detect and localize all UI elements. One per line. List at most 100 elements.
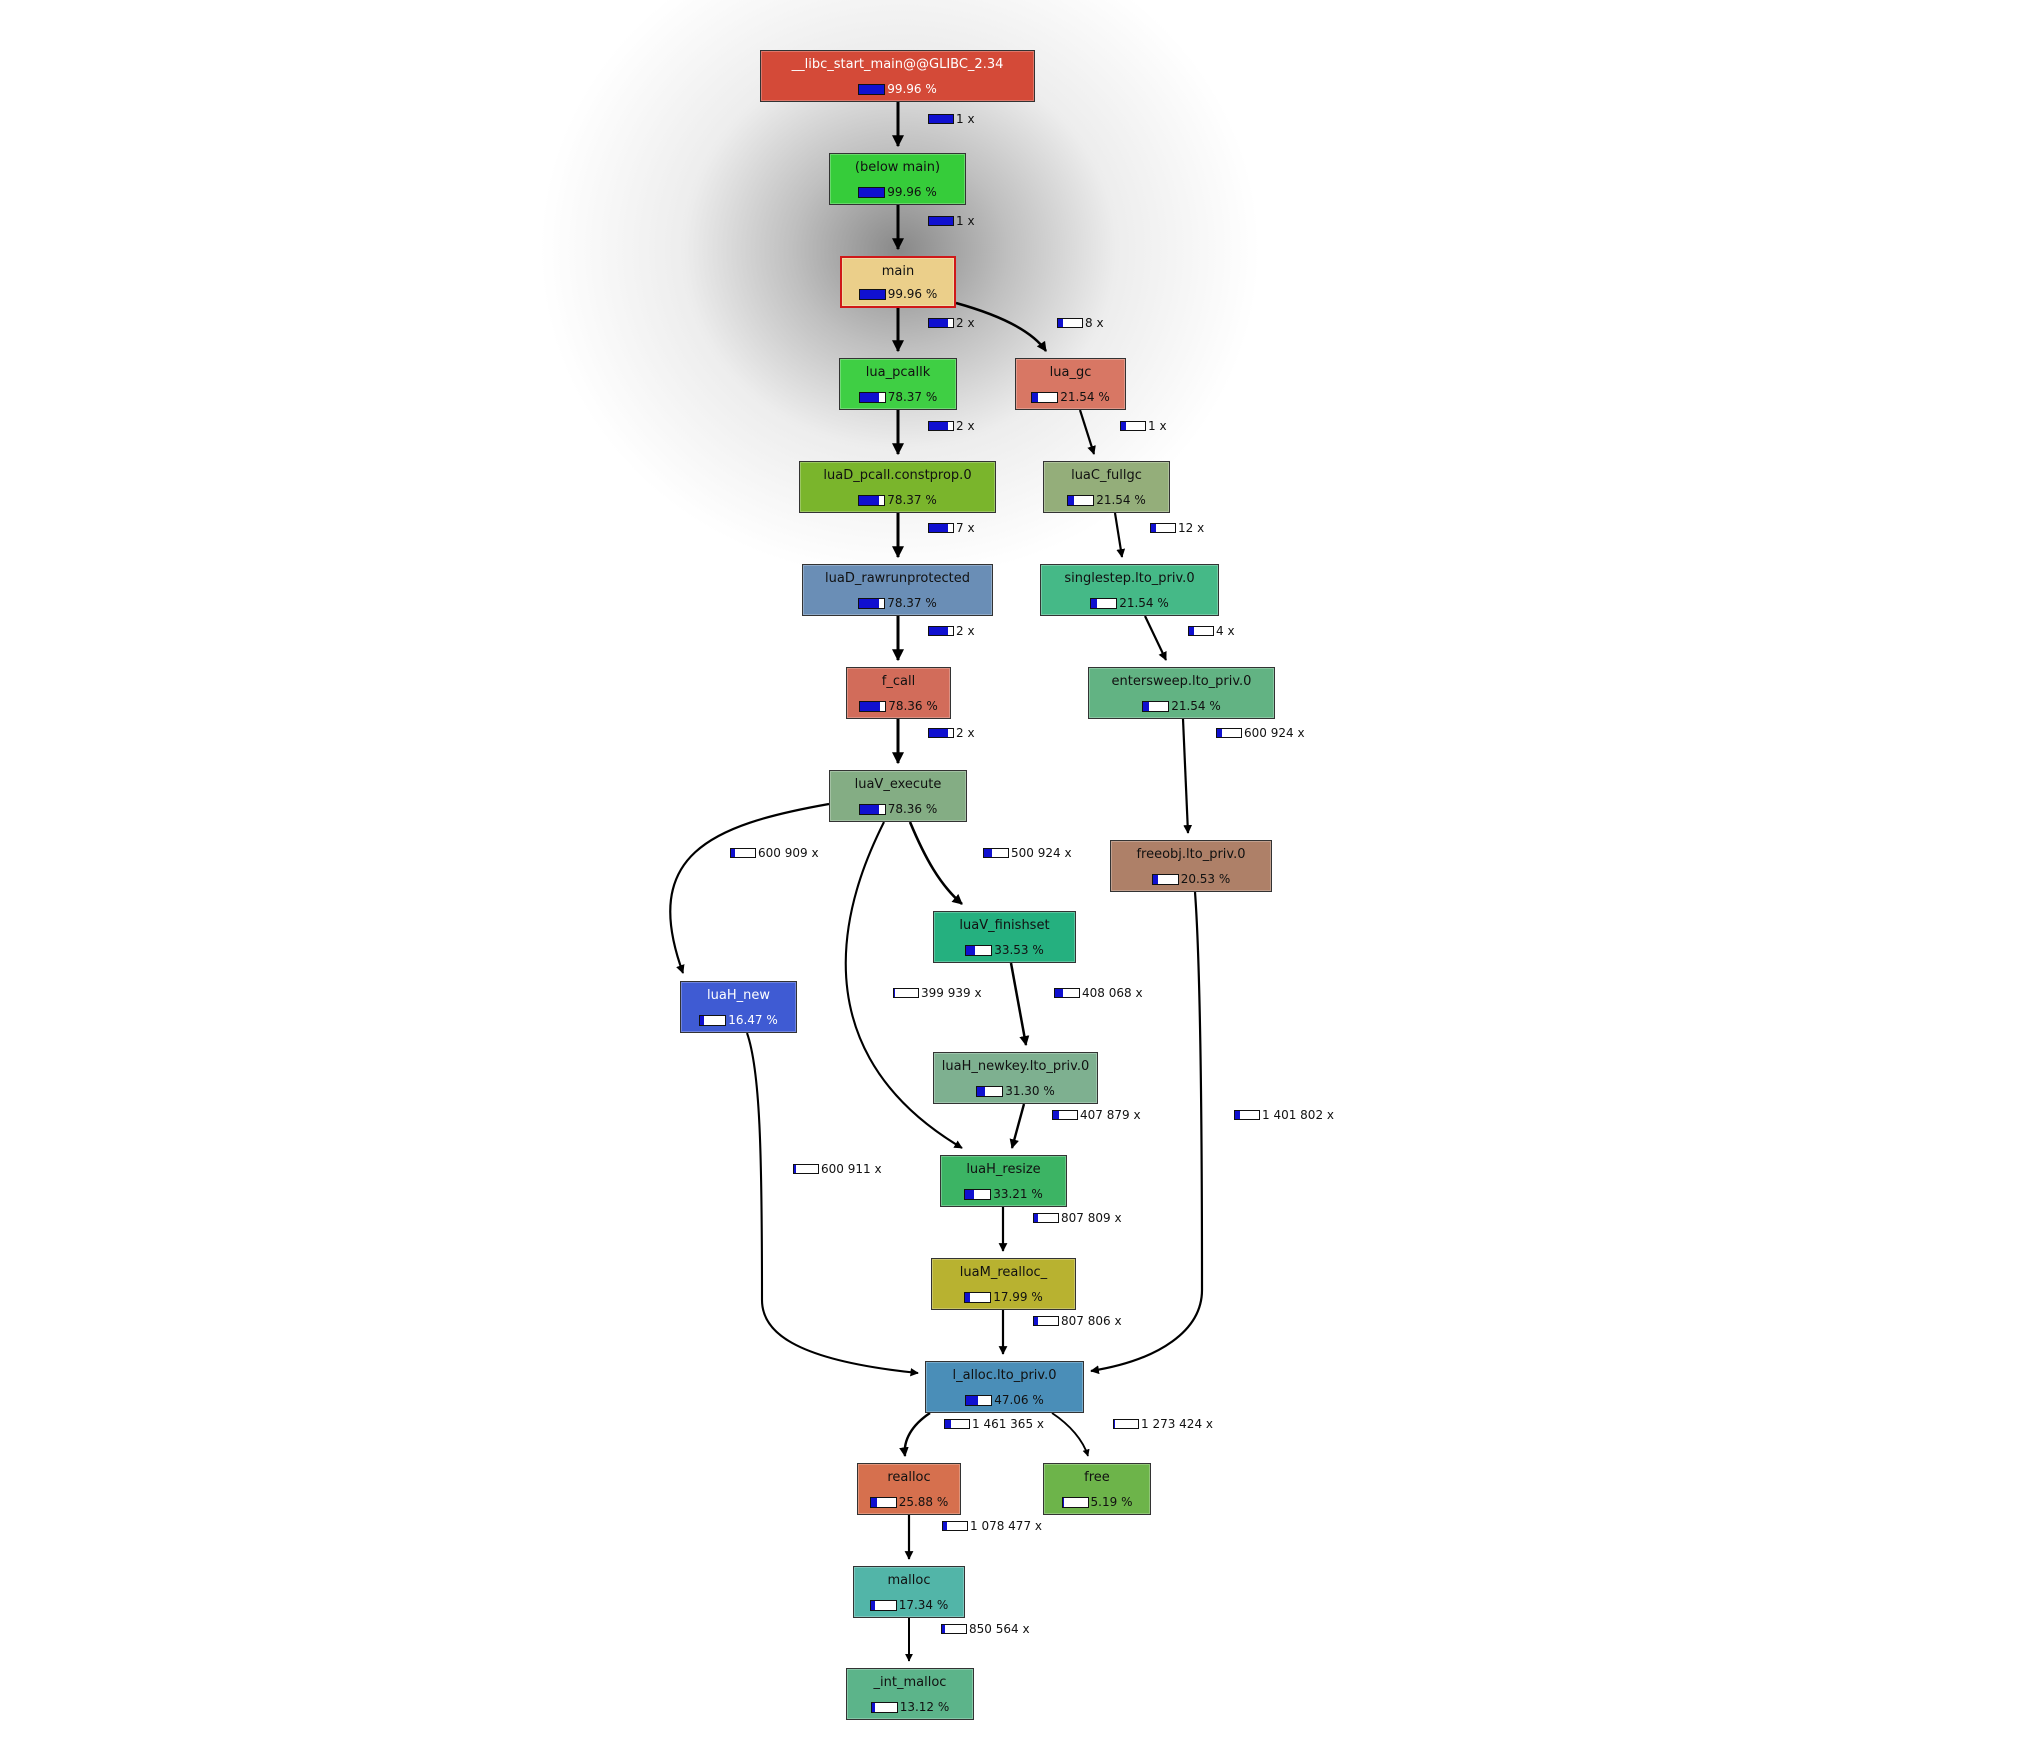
edge-singlestep-to-entersweep[interactable] xyxy=(1144,615,1167,661)
edge-cost-bar xyxy=(928,626,954,636)
edge-label-singlestep-to-entersweep[interactable]: 4 x xyxy=(1188,624,1235,638)
edge-label-luav-execute-to-luah-resize[interactable]: 399 939 x xyxy=(893,986,982,1000)
edge-call-count: 407 879 x xyxy=(1080,1108,1141,1122)
edge-label-lua-gc-to-luac-fullgc[interactable]: 1 x xyxy=(1120,419,1167,433)
node-cost-row: 21.54 % xyxy=(1044,493,1169,507)
edge-luah-newkey-to-luah-resize[interactable] xyxy=(1009,1103,1026,1149)
node-cost-bar-fill xyxy=(1143,701,1149,711)
node-cost-bar-fill xyxy=(871,1702,875,1712)
edge-label-realloc-to-malloc[interactable]: 1 078 477 x xyxy=(942,1519,1042,1533)
edge-cost-bar-fill xyxy=(1217,729,1222,737)
node-cost-row: 17.34 % xyxy=(854,1598,964,1612)
edge-luah-new-to-l-alloc[interactable] xyxy=(746,1032,919,1377)
node-name: entersweep.lto_priv.0 xyxy=(1111,674,1252,689)
edge-label-main-to-lua-gc[interactable]: 8 x xyxy=(1057,316,1104,330)
node-cost-row: 78.36 % xyxy=(830,802,966,816)
edge-label-luah-resize-to-luam-realloc[interactable]: 807 809 x xyxy=(1033,1211,1122,1225)
edge-l-alloc-to-free[interactable] xyxy=(1051,1412,1090,1457)
edge-label-lua-pcallk-to-luad-pcall[interactable]: 2 x xyxy=(928,419,975,433)
node-name: malloc xyxy=(887,1573,931,1588)
edge-cost-bar xyxy=(1234,1110,1260,1120)
edge-label-f-call-to-luav-execute[interactable]: 2 x xyxy=(928,726,975,740)
edge-label-luav-finishset-to-luah-newkey[interactable]: 408 068 x xyxy=(1054,986,1143,1000)
edge-cost-bar xyxy=(1216,728,1242,738)
node-name: luaV_finishset xyxy=(959,918,1050,933)
edge-label-luah-newkey-to-luah-resize[interactable]: 407 879 x xyxy=(1052,1108,1141,1122)
node-inclusive-percent: 78.37 % xyxy=(887,596,937,610)
node-name: f_call xyxy=(881,674,916,689)
node-name: main xyxy=(881,264,915,279)
edge-label-luad-pcall-to-luad-rawrunprotected[interactable]: 7 x xyxy=(928,521,975,535)
node-inclusive-percent: 21.54 % xyxy=(1171,699,1221,713)
edge-label-below-main-to-main[interactable]: 1 x xyxy=(928,214,975,228)
edge-l-alloc-to-realloc[interactable] xyxy=(899,1412,931,1457)
edge-label-libc-start-main-to-below-main[interactable]: 1 x xyxy=(928,112,975,126)
node-cost-bar xyxy=(858,597,886,609)
edge-cost-bar-fill xyxy=(929,115,953,123)
edge-cost-bar xyxy=(1033,1316,1059,1326)
edge-label-l-alloc-to-free[interactable]: 1 273 424 x xyxy=(1113,1417,1213,1431)
edge-cost-bar xyxy=(893,988,919,998)
node-main[interactable]: main 99.96 % xyxy=(840,256,956,308)
edge-label-luam-realloc-to-l-alloc[interactable]: 807 806 x xyxy=(1033,1314,1122,1328)
edge-cost-bar-fill xyxy=(1055,989,1063,997)
edge-cost-bar-fill xyxy=(894,989,896,997)
edge-label-luav-execute-to-luav-finishset[interactable]: 500 924 x xyxy=(983,846,1072,860)
node-cost-bar-fill xyxy=(859,804,880,814)
edge-luav-execute-to-luav-finishset[interactable] xyxy=(908,821,963,905)
node-below-main[interactable]: (below main)99.96 % xyxy=(829,153,966,205)
edge-luav-execute-to-luah-resize[interactable] xyxy=(844,821,963,1149)
node-inclusive-percent: 99.96 % xyxy=(887,287,938,301)
edge-entersweep-to-freeobj[interactable] xyxy=(1181,718,1193,834)
edge-luac-fullgc-to-singlestep[interactable] xyxy=(1113,512,1126,558)
node-name: realloc xyxy=(887,1470,931,1485)
edge-label-freeobj-to-l-alloc[interactable]: 1 401 802 x xyxy=(1234,1108,1334,1122)
edge-label-luav-execute-to-luah-new[interactable]: 600 909 x xyxy=(730,846,819,860)
edge-freeobj-to-l-alloc[interactable] xyxy=(1090,891,1204,1375)
edge-lua-gc-to-luac-fullgc[interactable] xyxy=(1078,409,1096,455)
node-inclusive-percent: 17.99 % xyxy=(993,1290,1043,1304)
node-cost-row: 33.53 % xyxy=(934,943,1075,957)
node-cost-bar-fill xyxy=(870,1497,878,1507)
node-cost-row: 5.19 % xyxy=(1044,1495,1150,1509)
edge-cost-bar-fill xyxy=(929,627,948,635)
edge-luav-finishset-to-luah-newkey[interactable] xyxy=(1009,962,1030,1046)
node-luav-finishset[interactable]: luaV_finishset 33.53 % xyxy=(933,911,1076,963)
edge-call-count: 1 x xyxy=(956,112,975,126)
edge-cost-bar-fill xyxy=(1121,422,1127,430)
node-entersweep[interactable]: entersweep.lto_priv.0 21.54 % xyxy=(1088,667,1275,719)
node-malloc[interactable]: malloc 17.34 % xyxy=(853,1566,965,1618)
node-luam-realloc[interactable]: luaM_realloc_17.99 % xyxy=(931,1258,1076,1310)
node-cost-bar-fill xyxy=(859,392,880,402)
edge-label-luac-fullgc-to-singlestep[interactable]: 12 x xyxy=(1150,521,1204,535)
node-inclusive-percent: 33.53 % xyxy=(994,943,1044,957)
edge-main-to-lua-gc[interactable] xyxy=(955,301,1048,352)
edge-label-luah-new-to-l-alloc[interactable]: 600 911 x xyxy=(793,1162,882,1176)
node-cost-bar xyxy=(858,803,886,815)
edge-luav-execute-to-luah-new[interactable] xyxy=(669,802,830,974)
edge-label-l-alloc-to-realloc[interactable]: 1 461 365 x xyxy=(944,1417,1044,1431)
node-cost-bar xyxy=(1142,700,1170,712)
edge-label-entersweep-to-freeobj[interactable]: 600 924 x xyxy=(1216,726,1305,740)
edge-label-malloc-to-int-malloc[interactable]: 850 564 x xyxy=(941,1622,1030,1636)
edge-label-luad-rawrunprotected-to-f-call[interactable]: 2 x xyxy=(928,624,975,638)
edge-label-main-to-lua-pcallk[interactable]: 2 x xyxy=(928,316,975,330)
node-cost-bar-fill xyxy=(966,1395,978,1405)
